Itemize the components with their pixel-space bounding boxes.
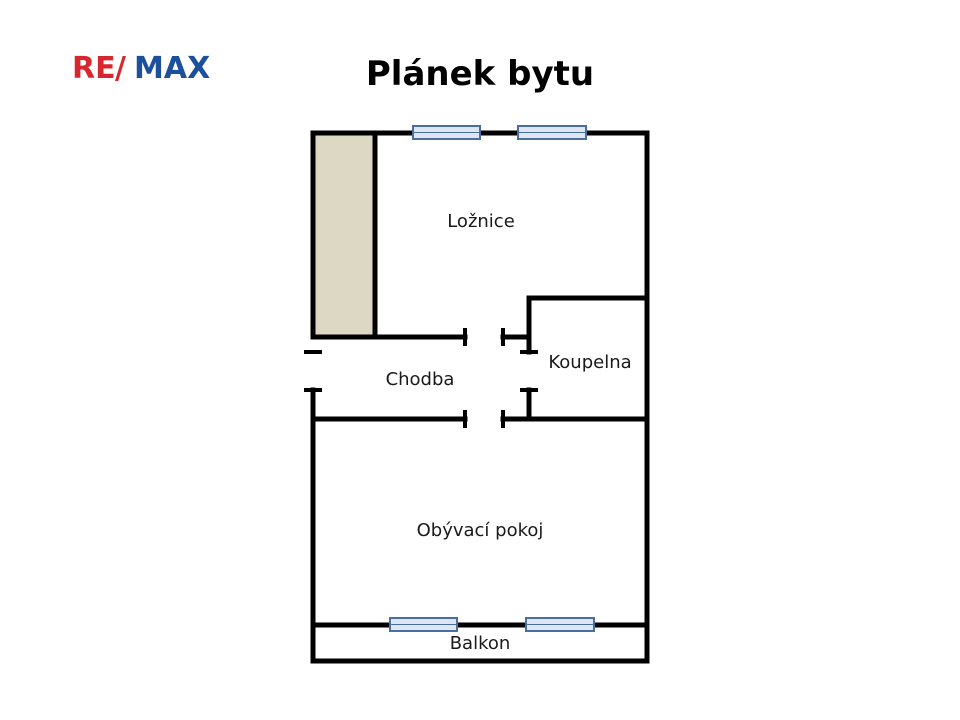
- logo-slash: /: [115, 51, 126, 86]
- page-title: Plánek bytu: [365, 54, 595, 94]
- room-label-living-room: Obývací pokoj: [417, 520, 544, 541]
- wardrobe: [314, 134, 374, 336]
- room-label-hallway: Chodba: [386, 369, 455, 390]
- room-label-bedroom: Ložnice: [447, 211, 515, 232]
- room-label-bathroom: Koupelna: [548, 352, 631, 373]
- logo-re: RE: [72, 51, 116, 86]
- room-label-balcony: Balkon: [450, 633, 511, 654]
- remax-logo: RE / MAX: [72, 50, 222, 86]
- windows: [389, 125, 595, 632]
- logo-max: MAX: [134, 51, 210, 86]
- door-jambs: [304, 328, 538, 428]
